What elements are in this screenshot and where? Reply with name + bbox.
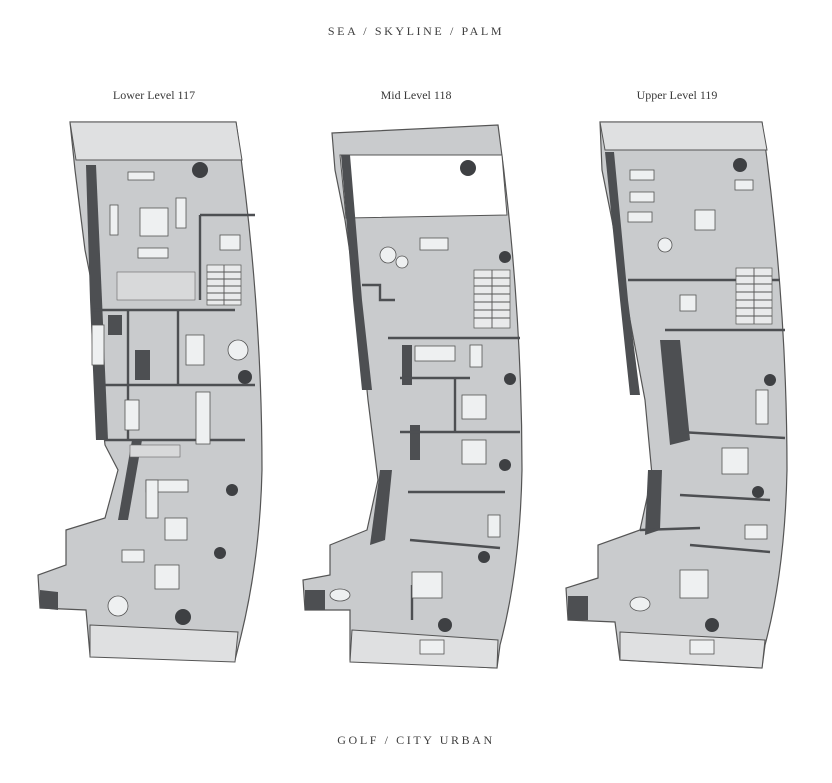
lower-level-bottom-terrace (89, 624, 239, 663)
level-label-mid: Mid Level 118 (380, 88, 452, 102)
upper-level-core-wall (605, 152, 640, 395)
floor-plan-upper-level (565, 121, 788, 669)
floor-plan-lower-level (37, 121, 263, 663)
lower-level-floor-area (37, 121, 263, 661)
lower-level-core-wall (86, 165, 108, 440)
upper-level-planter (733, 158, 747, 172)
mid-level-open-void (339, 154, 508, 219)
lower-level-top-terrace (69, 121, 243, 161)
level-label-upper: Upper Level 119 (636, 88, 718, 102)
orientation-bottom-label: GOLF / CITY URBAN (337, 733, 495, 747)
lower-level-planter (192, 162, 208, 178)
lower-level-rug (116, 271, 196, 301)
floor-plan-mid-level (302, 124, 523, 669)
mid-level-core-wall (341, 155, 372, 390)
lower-level-service-wall (118, 440, 142, 520)
mid-level-planter (460, 160, 476, 176)
upper-level-top-terrace (599, 121, 768, 151)
level-label-lower: Lower Level 117 (112, 88, 196, 102)
orientation-top-label: SEA / SKYLINE / PALM (327, 24, 505, 38)
